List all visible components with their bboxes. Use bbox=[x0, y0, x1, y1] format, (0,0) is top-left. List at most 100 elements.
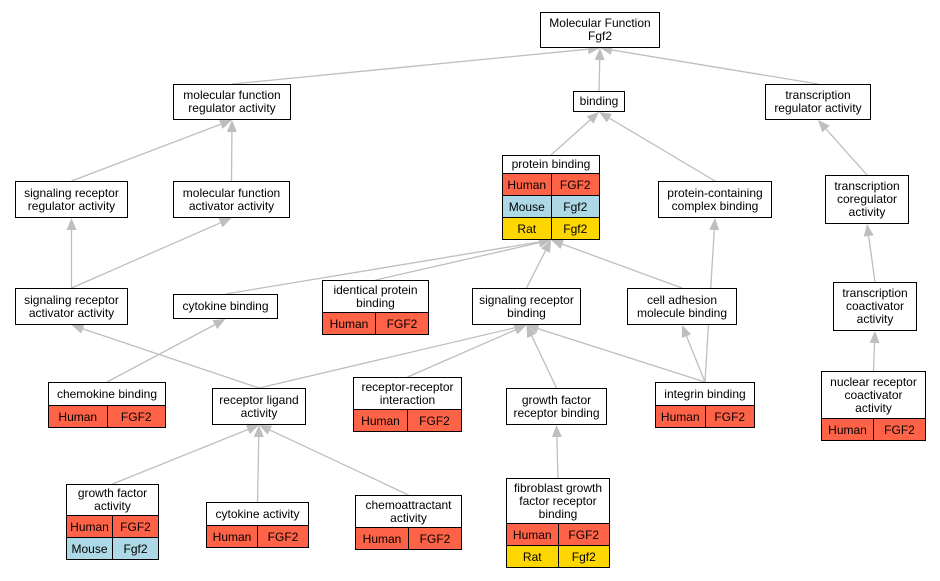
edge-line bbox=[258, 327, 515, 389]
go-term-node[interactable]: signaling receptor activator activity bbox=[15, 288, 128, 325]
arrowhead bbox=[66, 218, 77, 230]
go-term-label: cytokine binding bbox=[182, 299, 269, 313]
go-term-label: molecular function regulator activity bbox=[183, 88, 281, 115]
gene-symbol: FGF2 bbox=[407, 410, 461, 431]
edge-line bbox=[872, 342, 876, 372]
go-term-label: signaling receptor binding bbox=[479, 292, 574, 320]
edge-line bbox=[407, 329, 516, 378]
species-label: Human bbox=[828, 422, 867, 437]
annotation-row: Human FGF2 bbox=[49, 405, 165, 427]
go-term-node[interactable]: molecular function regulator activity bbox=[173, 84, 291, 120]
edge-line bbox=[256, 436, 260, 503]
gene-symbol: FGF2 bbox=[106, 406, 166, 427]
gene-symbol: Fgf2 bbox=[550, 196, 600, 217]
go-term-node[interactable]: cytokine binding bbox=[173, 294, 278, 319]
annotation-row: Mouse Fgf2 bbox=[67, 537, 158, 559]
species-label: Human bbox=[361, 413, 400, 428]
edge-line bbox=[112, 428, 249, 485]
arrowhead bbox=[869, 331, 880, 344]
edge-line bbox=[825, 128, 868, 176]
species-label: Human bbox=[660, 409, 700, 424]
go-term-node[interactable]: signaling receptor regulator activity bbox=[15, 181, 128, 218]
edge-line bbox=[608, 117, 716, 182]
species-label: Mouse bbox=[71, 541, 108, 556]
go-term-label: signaling receptor regulator activity bbox=[24, 185, 119, 213]
edge-line bbox=[537, 328, 706, 383]
arrowhead bbox=[551, 239, 564, 249]
go-term-node[interactable]: signaling receptor binding bbox=[472, 288, 581, 325]
species-label: Human bbox=[329, 316, 369, 331]
arrowhead bbox=[513, 325, 527, 335]
gene-symbol: Fgf2 bbox=[557, 546, 610, 567]
go-term-label: cytokine activity bbox=[215, 506, 300, 521]
go-term-node[interactable]: cell adhesion molecule binding bbox=[627, 288, 737, 325]
go-term-label: transcription coregulator activity bbox=[834, 179, 900, 219]
gene-symbol: Fgf2 bbox=[550, 218, 600, 239]
arrowhead bbox=[681, 325, 692, 338]
edge-line bbox=[269, 429, 409, 496]
edge-line bbox=[525, 250, 547, 289]
go-term-label: transcription regulator activity bbox=[774, 88, 862, 115]
go-term-label: transcription coactivator activity bbox=[842, 286, 908, 326]
arrowhead bbox=[709, 218, 720, 231]
go-term-label: signaling receptor activator activity bbox=[24, 292, 119, 320]
go-term-label: protein binding bbox=[511, 157, 591, 171]
edge-line bbox=[562, 243, 683, 289]
edge-line bbox=[531, 335, 558, 389]
go-term-label: cell adhesion molecule binding bbox=[636, 292, 728, 320]
edge-line bbox=[550, 119, 591, 156]
edge-line bbox=[556, 436, 559, 479]
go-term-node[interactable]: transcription regulator activity bbox=[765, 84, 871, 120]
go-term-node[interactable]: molecular function activator activity bbox=[173, 181, 290, 218]
go-term-label: chemokine binding bbox=[56, 386, 158, 401]
arrowhead bbox=[551, 425, 562, 438]
go-term-node[interactable]: protein-containing complex binding bbox=[658, 181, 772, 218]
go-term-node[interactable]: binding bbox=[573, 91, 625, 112]
arrowhead bbox=[226, 120, 237, 133]
gene-symbol: FGF2 bbox=[257, 526, 308, 547]
species-label: Rat bbox=[517, 221, 537, 236]
gene-symbol: Fgf2 bbox=[112, 538, 158, 559]
go-term-label: receptor ligand activity bbox=[219, 392, 299, 420]
arrowhead bbox=[541, 240, 551, 253]
arrowhead bbox=[586, 112, 599, 124]
go-term-node[interactable]: transcription coregulator activity bbox=[825, 175, 909, 224]
arrowhead bbox=[246, 424, 259, 435]
arrowhead bbox=[212, 319, 226, 330]
go-term-node[interactable]: growth factor receptor binding bbox=[506, 388, 607, 425]
arrowhead bbox=[253, 425, 264, 438]
edge-line bbox=[611, 49, 819, 85]
go-term-label: Molecular Function Fgf2 bbox=[549, 16, 651, 43]
edge-line bbox=[106, 324, 216, 383]
go-term-node[interactable]: fibroblast growth factor receptor bindin… bbox=[506, 478, 610, 568]
go-term-node[interactable]: transcription coactivator activity bbox=[833, 282, 917, 331]
arrowhead bbox=[599, 112, 612, 123]
gene-symbol: FGF2 bbox=[873, 419, 925, 440]
gene-symbol: FGF2 bbox=[550, 174, 600, 195]
go-term-label: nuclear receptor coactivator activity bbox=[830, 374, 917, 415]
edge-line bbox=[867, 235, 876, 283]
arrowhead bbox=[818, 120, 830, 133]
arrowhead bbox=[526, 323, 540, 334]
arrowhead bbox=[538, 237, 551, 248]
go-term-node[interactable]: Molecular Function Fgf2 bbox=[540, 12, 660, 48]
species-label: Human bbox=[58, 409, 98, 424]
go-term-label: growth factor receptor binding bbox=[513, 392, 600, 420]
go-term-node[interactable]: receptor ligand activity bbox=[212, 388, 306, 425]
gene-symbol: FGF2 bbox=[112, 516, 158, 537]
